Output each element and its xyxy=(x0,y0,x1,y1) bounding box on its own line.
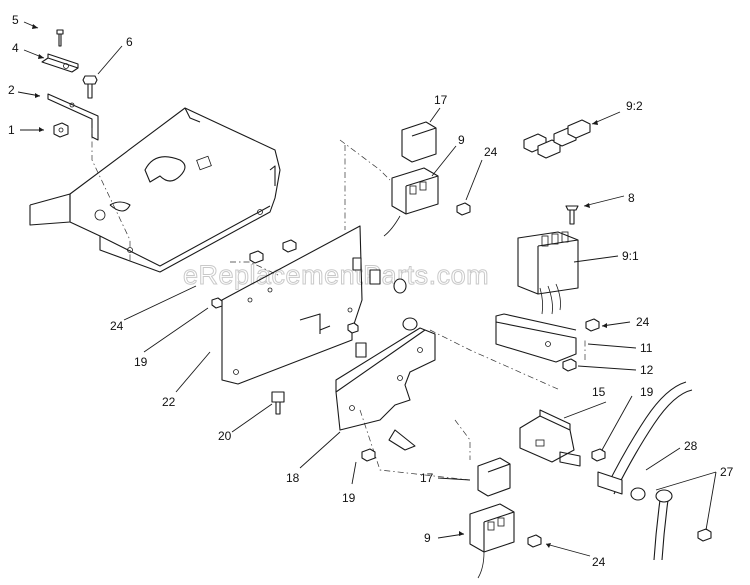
callout-label: 9:2 xyxy=(626,99,643,113)
bracket-part-11 xyxy=(495,313,577,363)
fuse-holder-9-1 xyxy=(517,231,579,315)
callout-label: 24 xyxy=(592,555,606,569)
assembly-line xyxy=(454,419,471,460)
fuse-part-9-2 xyxy=(523,119,591,159)
bolt-group xyxy=(211,239,418,462)
screw-part-24 xyxy=(585,318,600,332)
callout-label: 28 xyxy=(684,439,698,453)
bolt-part-6 xyxy=(82,75,98,99)
arrowheads xyxy=(32,24,607,548)
screw-part-24 xyxy=(527,534,542,548)
bracket-part-4 xyxy=(41,53,79,73)
socket-part-9-top xyxy=(383,167,439,237)
callout-label: 19 xyxy=(134,355,148,369)
callout-label: 4 xyxy=(12,41,19,55)
callout-label: 22 xyxy=(162,395,176,409)
relay-part-17-bottom xyxy=(477,457,511,497)
callout-label: 2 xyxy=(8,83,15,97)
vertical-plate-22 xyxy=(221,225,363,385)
callout-label: 17 xyxy=(434,93,448,107)
callout-label: 11 xyxy=(640,341,653,355)
terminal-part-27 xyxy=(697,528,712,542)
screw-part-5 xyxy=(56,29,64,47)
assembly-line xyxy=(359,409,471,481)
nut-part-19 xyxy=(591,448,606,462)
watermark-text: eReplacementParts.com xyxy=(183,260,489,290)
nut-part-12 xyxy=(562,358,577,372)
callout-label: 19 xyxy=(342,491,356,505)
callout-label: 17 xyxy=(420,471,434,485)
callout-label: 24 xyxy=(636,315,650,329)
assembly-line xyxy=(230,261,281,277)
assembly-line xyxy=(429,329,561,391)
callout-label: 9:1 xyxy=(622,249,639,263)
screw-part-8 xyxy=(565,205,579,225)
callout-label: 20 xyxy=(218,429,232,443)
callout-label: 6 xyxy=(126,35,133,49)
screw-part-24 xyxy=(456,202,471,216)
nut-part-1 xyxy=(53,122,69,138)
relay-part-17-top xyxy=(401,121,437,163)
cable-part-28 xyxy=(597,381,693,561)
plate-part-2 xyxy=(47,93,99,141)
assembly-line xyxy=(91,128,131,262)
callout-label: 24 xyxy=(484,145,498,159)
callout-label: 18 xyxy=(286,471,300,485)
callout-label: 9 xyxy=(458,133,465,147)
callout-label: 1 xyxy=(8,123,15,137)
angle-bracket-18 xyxy=(335,327,436,451)
mounting-plate xyxy=(29,107,281,273)
callout-label: 19 xyxy=(640,385,654,399)
callout-labels: 5 4 6 2 1 17 9 24 9:2 8 9:1 24 11 12 24 … xyxy=(8,13,734,569)
connector-part-15 xyxy=(519,409,581,467)
callout-label: 24 xyxy=(110,319,124,333)
assembly-line xyxy=(339,139,391,181)
callout-label: 12 xyxy=(640,363,654,377)
callout-label: 27 xyxy=(720,465,734,479)
callout-label: 15 xyxy=(592,385,606,399)
socket-part-9-bottom xyxy=(469,503,515,579)
callout-label: 8 xyxy=(628,191,635,205)
callout-label: 9 xyxy=(424,531,431,545)
callout-label: 5 xyxy=(12,13,19,27)
